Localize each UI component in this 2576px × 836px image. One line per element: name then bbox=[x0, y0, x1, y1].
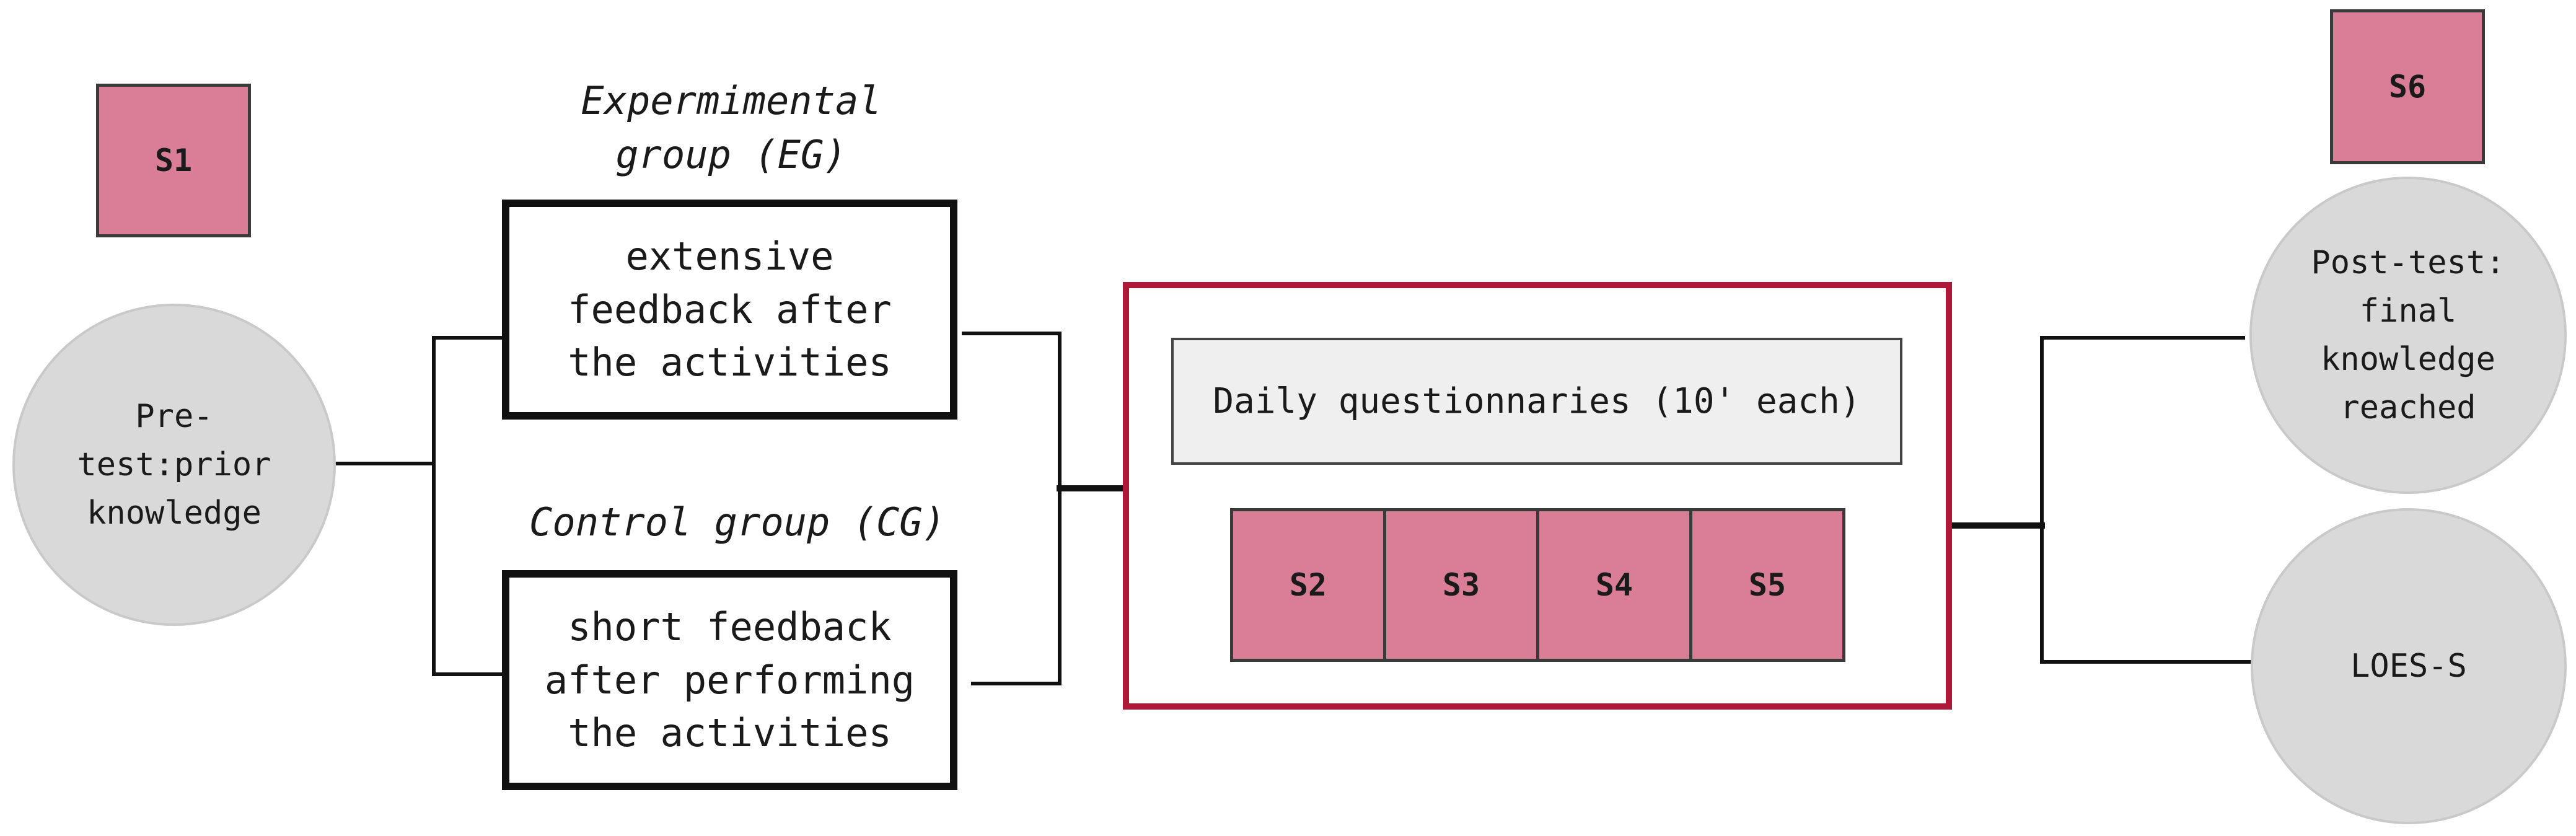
loes-circle: LOES-S bbox=[2251, 508, 2567, 824]
session-s3-label: S3 bbox=[1442, 567, 1480, 603]
control-group-title: Control group (CG) bbox=[529, 499, 946, 545]
pretest-circle: Pre-test:prior knowledge bbox=[12, 304, 336, 626]
session-s6: S6 bbox=[2330, 9, 2485, 164]
session-s5-label: S5 bbox=[1748, 567, 1787, 603]
control-group-text: short feedback after performing the acti… bbox=[544, 604, 915, 756]
session-s6-label: S6 bbox=[2388, 69, 2427, 105]
session-s1: S1 bbox=[96, 84, 251, 237]
loes-label: LOES-S bbox=[2350, 648, 2467, 685]
session-s2-label: S2 bbox=[1289, 567, 1327, 603]
daily-questionnaire-label: Daily questionnaries (10' each) bbox=[1213, 381, 1861, 421]
session-s2: S2 bbox=[1230, 508, 1386, 662]
posttest-label: Post-test: final knowledge reached bbox=[2311, 244, 2505, 426]
experimental-group-title: Expermimental group (EG) bbox=[581, 78, 882, 177]
session-s4-label: S4 bbox=[1595, 567, 1633, 603]
session-s3: S3 bbox=[1383, 508, 1539, 662]
experimental-group-box: extensive feedback after the activities bbox=[502, 200, 957, 420]
session-s5: S5 bbox=[1689, 508, 1845, 662]
session-s4: S4 bbox=[1536, 508, 1692, 662]
control-group-box: short feedback after performing the acti… bbox=[502, 570, 957, 790]
posttest-circle: Post-test: final knowledge reached bbox=[2249, 177, 2567, 494]
daily-questionnaire-box: Daily questionnaries (10' each) bbox=[1171, 338, 1902, 465]
session-s1-label: S1 bbox=[154, 143, 193, 178]
experimental-group-text: extensive feedback after the activities bbox=[568, 234, 892, 385]
pretest-label: Pre-test:prior knowledge bbox=[77, 398, 271, 532]
